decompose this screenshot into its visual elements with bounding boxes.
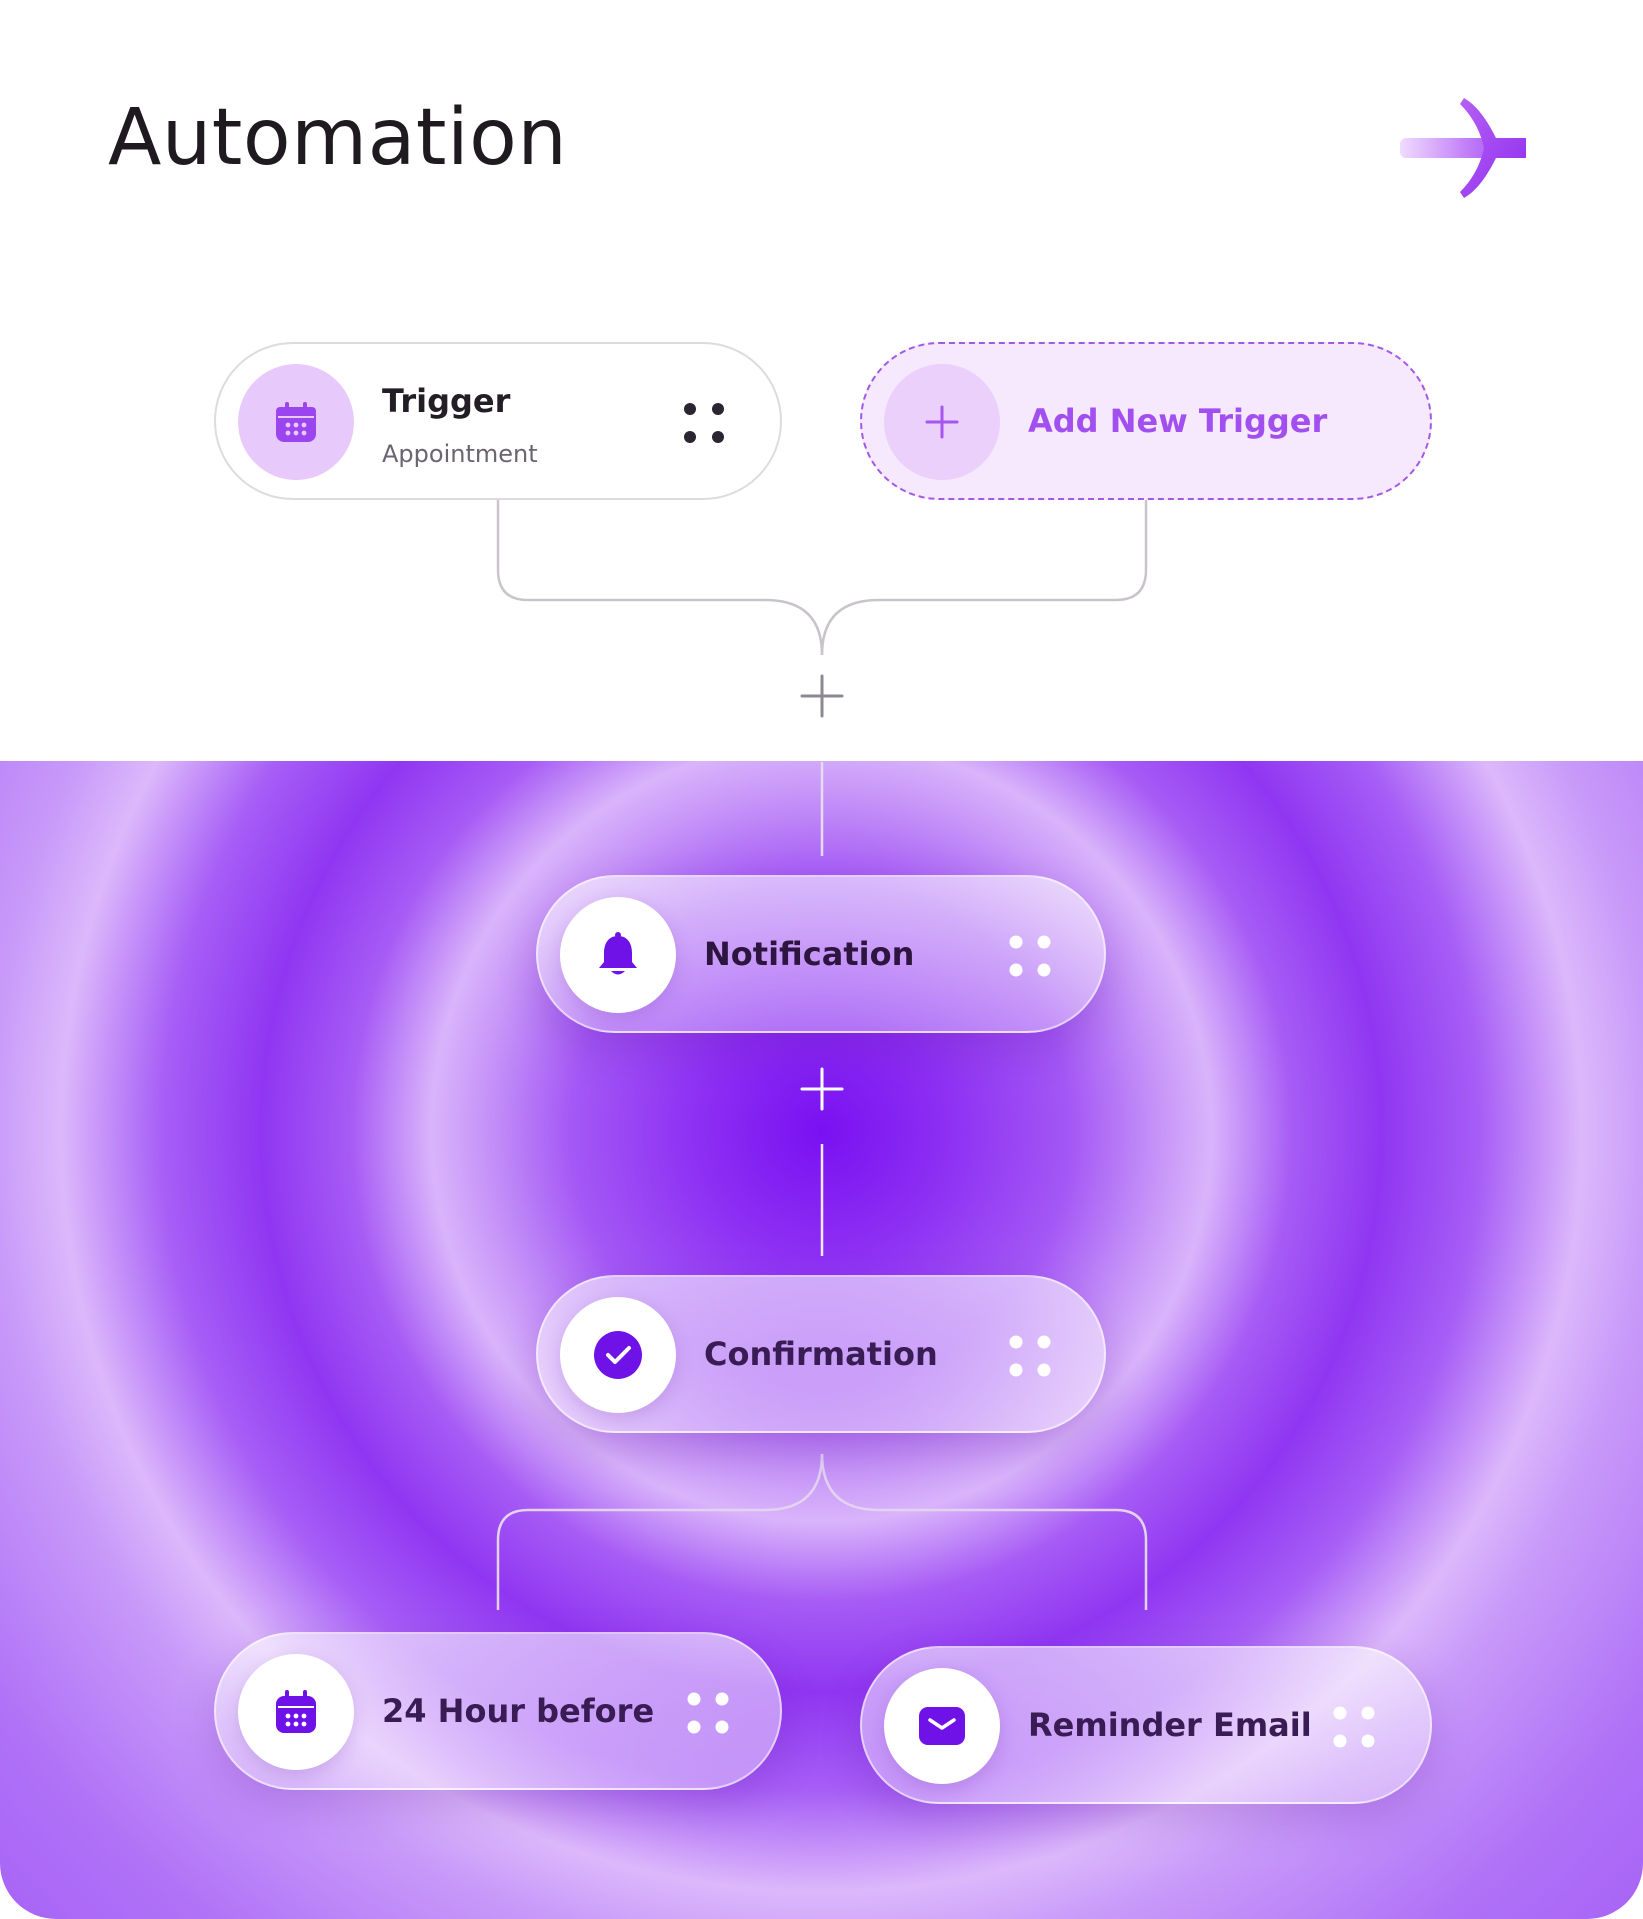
plus-icon [925,405,959,439]
notification-label: Notification [704,935,915,973]
drag-handle-icon[interactable] [682,401,726,445]
trigger-title: Trigger [382,382,511,420]
calendar-icon [276,402,316,442]
drag-handle-icon[interactable] [1008,934,1052,978]
trigger-subtitle: Appointment [382,440,538,468]
confirmation-label: Confirmation [704,1335,938,1373]
trigger-icon-badge [238,364,354,480]
calendar-icon [276,1690,316,1733]
notification-icon-badge [560,897,676,1013]
add-step-plus-icon[interactable] [800,1067,844,1111]
mail-icon [919,1707,965,1745]
bell-icon [599,932,637,975]
trigger-node[interactable]: Trigger Appointment [214,342,782,500]
add-step-plus-icon[interactable] [800,674,844,718]
page-title: Automation [108,93,568,183]
branch-reminder-email[interactable]: Reminder Email [860,1646,1432,1804]
add-new-trigger-button[interactable]: Add New Trigger [860,342,1432,500]
drag-handle-icon[interactable] [1332,1705,1376,1749]
branch-24-hour-icon-badge [238,1654,354,1770]
drag-handle-icon[interactable] [686,1691,730,1735]
drag-handle-icon[interactable] [1008,1334,1052,1378]
notification-step[interactable]: Notification [536,875,1106,1033]
arrow-right-logo-icon [1400,98,1526,198]
add-new-trigger-label: Add New Trigger [1028,402,1328,440]
check-circle-icon [594,1331,642,1379]
add-trigger-icon-badge [884,364,1000,480]
branch-24-hour-before[interactable]: 24 Hour before [214,1632,782,1790]
confirmation-step[interactable]: Confirmation [536,1275,1106,1433]
branch-24-hour-label: 24 Hour before [382,1692,655,1730]
reminder-email-label: Reminder Email [1028,1706,1312,1744]
reminder-email-icon-badge [884,1668,1000,1784]
confirmation-icon-badge [560,1297,676,1413]
